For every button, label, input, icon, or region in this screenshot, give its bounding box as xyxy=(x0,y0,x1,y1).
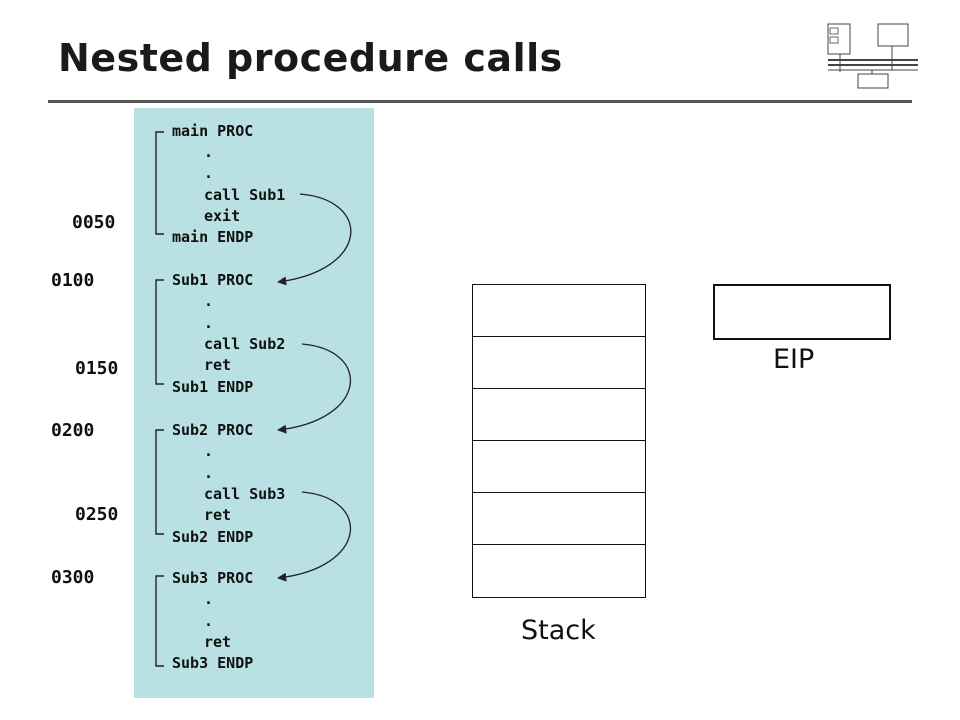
stack xyxy=(472,284,646,598)
code-line: Sub3 PROC xyxy=(172,569,254,587)
code-line: . xyxy=(204,464,214,482)
sub1-proc-bracket xyxy=(155,279,164,385)
code-line: . xyxy=(204,292,214,310)
address-label: 0150 xyxy=(75,358,119,379)
sub3-proc-bracket xyxy=(155,575,164,667)
code-listing-panel: main PROC . . call Sub1 exit main ENDP S… xyxy=(134,108,374,698)
code-line: Sub2 PROC xyxy=(172,421,254,439)
stack-cell xyxy=(472,284,646,336)
stack-cell xyxy=(472,492,646,544)
code-line: . xyxy=(204,590,214,608)
address-label: 0300 xyxy=(51,567,95,588)
stack-label: Stack xyxy=(521,615,596,646)
code-line: . xyxy=(204,143,214,161)
code-line: . xyxy=(204,164,214,182)
sub2-proc-bracket xyxy=(155,429,164,535)
eip-label: EIP xyxy=(773,344,815,375)
code-line: main PROC xyxy=(172,122,254,140)
code-line: . xyxy=(204,612,214,630)
call-arrow-sub3 xyxy=(277,491,352,582)
computer-architecture-logo-icon xyxy=(827,23,918,89)
code-line: ret xyxy=(204,506,232,524)
code-line: call Sub1 xyxy=(204,186,286,204)
code-line: Sub2 ENDP xyxy=(172,528,254,546)
code-line: call Sub2 xyxy=(204,335,286,353)
code-line: Sub3 ENDP xyxy=(172,654,254,672)
call-arrow-sub2 xyxy=(277,343,352,434)
stack-cell xyxy=(472,336,646,388)
call-arrow-sub1 xyxy=(277,193,352,286)
code-line: main ENDP xyxy=(172,228,254,246)
address-label: 0200 xyxy=(51,420,95,441)
stack-cell xyxy=(472,440,646,492)
code-line: ret xyxy=(204,633,232,651)
slide-title: Nested procedure calls xyxy=(58,36,563,80)
eip-register xyxy=(713,284,891,340)
stack-cell xyxy=(472,388,646,440)
stack-cell xyxy=(472,544,646,598)
code-line: . xyxy=(204,442,214,460)
main-proc-bracket xyxy=(155,131,164,235)
address-label: 0250 xyxy=(75,504,119,525)
title-divider xyxy=(48,100,912,103)
code-line: exit xyxy=(204,207,241,225)
procedure-brackets xyxy=(155,131,164,667)
address-label: 0100 xyxy=(51,270,95,291)
address-label: 0050 xyxy=(72,212,116,233)
code-line: Sub1 PROC xyxy=(172,271,254,289)
code-line: call Sub3 xyxy=(204,485,286,503)
code-line: . xyxy=(204,314,214,332)
code-line: Sub1 ENDP xyxy=(172,378,254,396)
code-line: ret xyxy=(204,356,232,374)
